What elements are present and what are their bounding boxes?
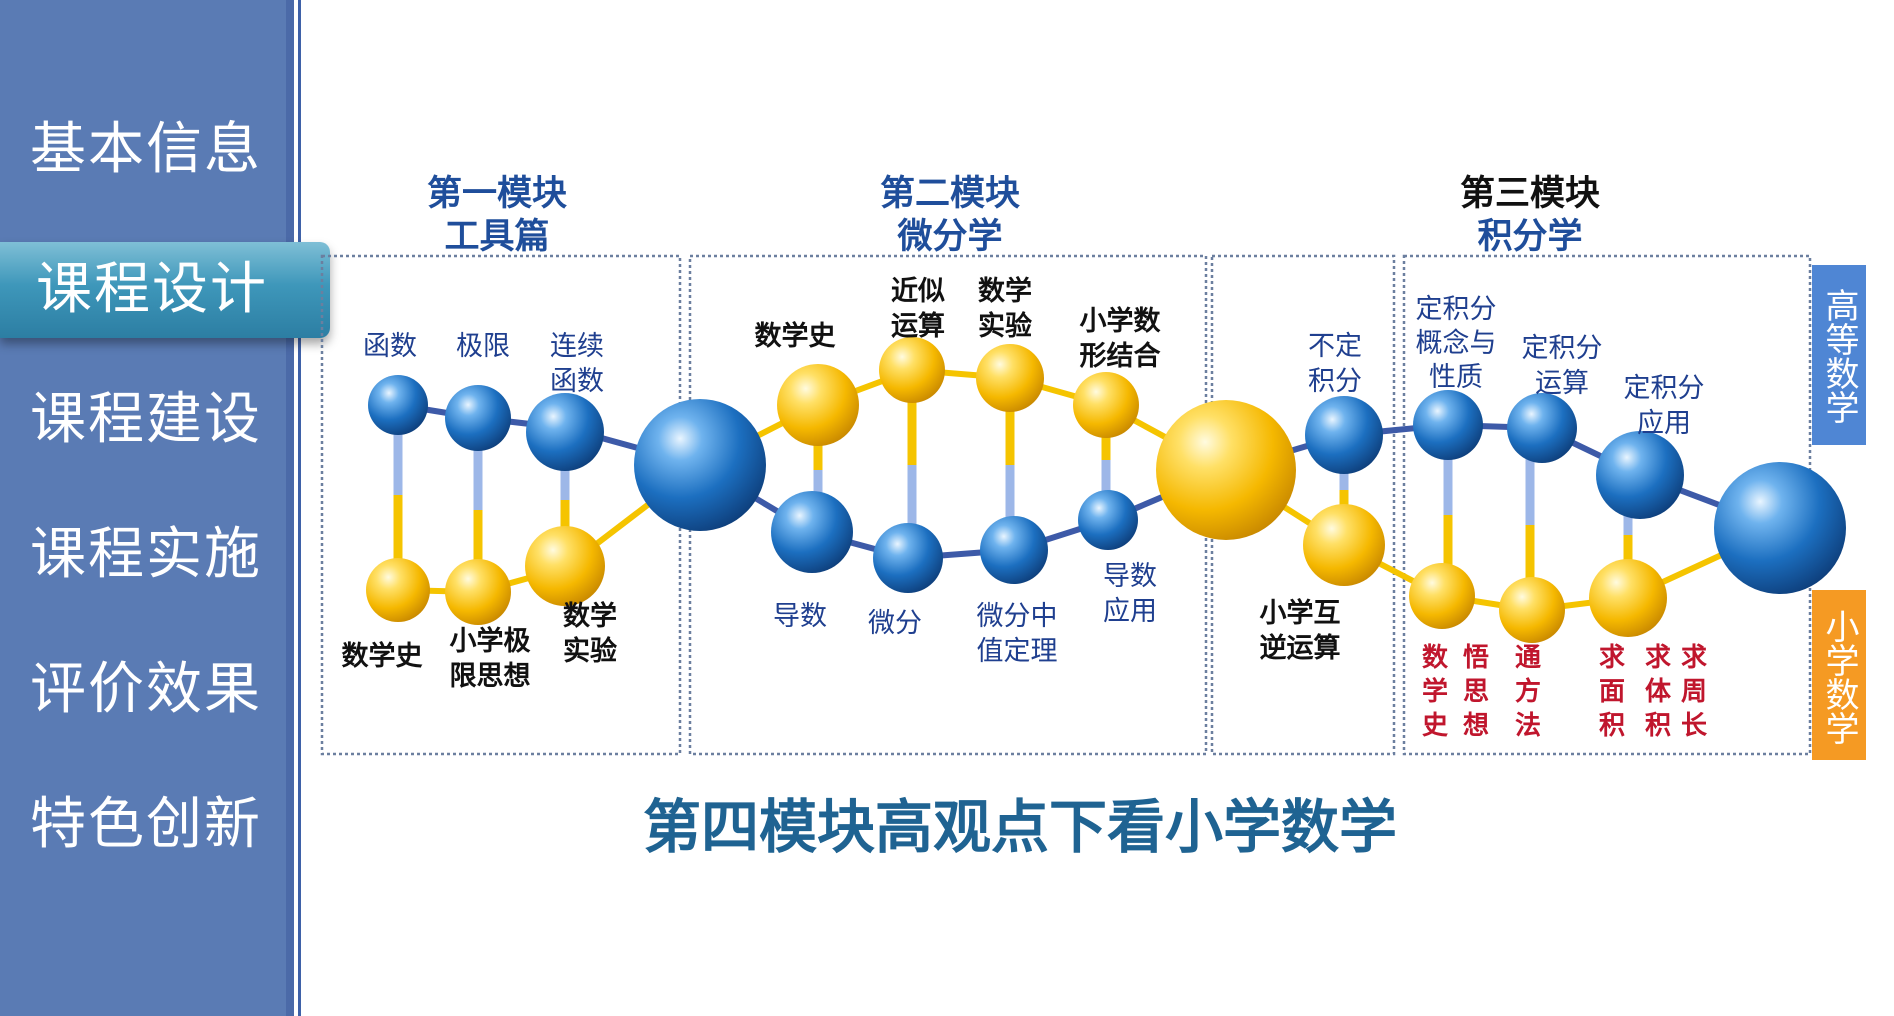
node-derivative-application	[1078, 490, 1138, 550]
label-derivative-app-l2: 应用	[1103, 596, 1157, 627]
nav-item-evaluation[interactable]: 评价效果	[30, 657, 262, 722]
module-4-title: 第四模块高观点下看小学数学	[642, 793, 1397, 861]
label-function: 函数	[363, 331, 417, 362]
label-continuous-l2: 函数	[550, 366, 604, 397]
nav-item-course-implementation[interactable]: 课程实施	[30, 522, 262, 587]
node-continuous-function	[526, 393, 604, 471]
red-label: 方	[1515, 676, 1541, 707]
node-definite-integral-application	[1596, 431, 1684, 519]
red-label: 积	[1645, 711, 1671, 741]
node-indefinite-integral	[1305, 396, 1383, 474]
module-2-subtitle: 微分学	[896, 216, 1002, 257]
node-function	[368, 375, 428, 435]
label-inverse-l2: 逆运算	[1260, 632, 1341, 664]
sidebar-divider	[286, 0, 294, 1016]
red-label: 学	[1422, 676, 1448, 707]
label-experiment-2-l1: 数学	[978, 275, 1032, 307]
node-number-shape	[1073, 372, 1139, 438]
hub-node-2	[1156, 400, 1296, 540]
node-general-method	[1499, 577, 1565, 643]
module-1-title: 第一模块	[427, 174, 567, 214]
red-label: 通	[1515, 643, 1541, 673]
node-inverse-operation	[1303, 504, 1385, 586]
label-def-app-l1: 定积分	[1624, 373, 1705, 404]
nav-item-course-construction[interactable]: 课程建设	[30, 387, 262, 452]
label-experiment-2-l2: 实验	[978, 310, 1032, 342]
label-inverse-l1: 小学互	[1260, 597, 1341, 629]
red-label: 周	[1681, 677, 1707, 707]
node-definite-integral-concept	[1413, 390, 1483, 460]
label-primary-limit-l1: 小学极	[450, 625, 531, 657]
red-label: 法	[1515, 711, 1541, 741]
node-limit	[445, 385, 511, 451]
node-mean-value-theorem	[980, 516, 1048, 584]
red-label: 悟	[1463, 643, 1489, 673]
label-indefinite-l2: 积分	[1308, 366, 1362, 397]
hub-node-3	[1714, 462, 1846, 594]
label-experiment-1-l2: 实验	[563, 635, 617, 667]
label-derivative: 导数	[773, 601, 827, 632]
node-math-history-1	[366, 558, 430, 622]
label-def-calc-l2: 运算	[1535, 368, 1589, 399]
node-differential	[873, 523, 943, 593]
sidebar-divider-thin	[298, 0, 301, 1016]
label-experiment-1-l1: 数学	[563, 600, 617, 632]
label-math-history-1: 数学史	[342, 640, 423, 672]
node-area-volume-perimeter	[1589, 559, 1667, 637]
label-mean-value-l1: 微分中	[977, 601, 1058, 632]
module-3-subtitle: 积分学	[1477, 216, 1582, 257]
label-continuous-l1: 连续	[550, 331, 604, 362]
node-math-experiment-1	[525, 526, 605, 606]
label-number-shape-l2: 形结合	[1080, 340, 1161, 372]
label-def-concept-l2: 概念与	[1416, 328, 1497, 359]
red-label: 求	[1645, 643, 1671, 673]
module-2-title: 第二模块	[880, 174, 1020, 214]
tag-higher-math-text: 高等数学	[1819, 288, 1859, 424]
label-differential: 微分	[868, 608, 922, 639]
label-def-app-l2: 应用	[1637, 408, 1691, 439]
label-indefinite-l1: 不定	[1308, 331, 1362, 362]
label-def-concept-l3: 性质	[1429, 362, 1483, 393]
node-approx-calc	[879, 337, 945, 403]
red-label: 体	[1645, 677, 1672, 707]
label-def-concept-l1: 定积分	[1416, 294, 1497, 325]
label-number-shape-l1: 小学数	[1080, 305, 1162, 337]
module-1-subtitle: 工具篇	[444, 217, 549, 257]
red-label: 思	[1463, 677, 1489, 707]
red-label: 求	[1599, 643, 1625, 673]
node-primary-limit-thinking	[445, 559, 511, 625]
nav-item-basic-info[interactable]: 基本信息	[30, 117, 262, 182]
red-label: 数	[1422, 643, 1449, 673]
label-def-calc-l1: 定积分	[1522, 333, 1603, 364]
label-primary-limit-l2: 限思想	[450, 661, 531, 692]
tag-primary-math: 小学数学	[1813, 594, 1865, 760]
module-3-title: 第三模块	[1460, 174, 1600, 214]
node-definite-integral-calc	[1507, 393, 1577, 463]
node-derivative	[771, 491, 853, 573]
nav-item-innovation[interactable]: 特色创新	[30, 792, 262, 857]
sidebar	[0, 0, 286, 1016]
red-label: 想	[1463, 711, 1489, 741]
red-label: 求	[1681, 643, 1707, 673]
red-label: 积	[1599, 711, 1625, 741]
label-approx-l1: 近似	[891, 276, 945, 307]
nav-item-course-design[interactable]: 课程设计	[0, 242, 330, 338]
label-derivative-app-l1: 导数	[1103, 561, 1157, 592]
hub-node-1	[634, 399, 766, 531]
node-math-history-2	[777, 364, 859, 446]
label-math-history-2: 数学史	[755, 320, 836, 352]
tag-primary-math-bg	[1812, 590, 1866, 760]
red-label: 面	[1599, 677, 1625, 707]
label-limit: 极限	[456, 331, 510, 362]
label-approx-l2: 运算	[891, 310, 945, 342]
tag-primary-math-text: 小学数学	[1819, 609, 1859, 745]
red-label: 史	[1422, 711, 1449, 741]
node-math-history-3	[1409, 563, 1475, 629]
tag-higher-math-bg	[1812, 265, 1866, 445]
node-math-experiment-2	[976, 344, 1044, 412]
tag-higher-math: 高等数学	[1813, 268, 1865, 444]
red-label: 长	[1681, 711, 1708, 741]
label-mean-value-l2: 值定理	[977, 636, 1058, 667]
